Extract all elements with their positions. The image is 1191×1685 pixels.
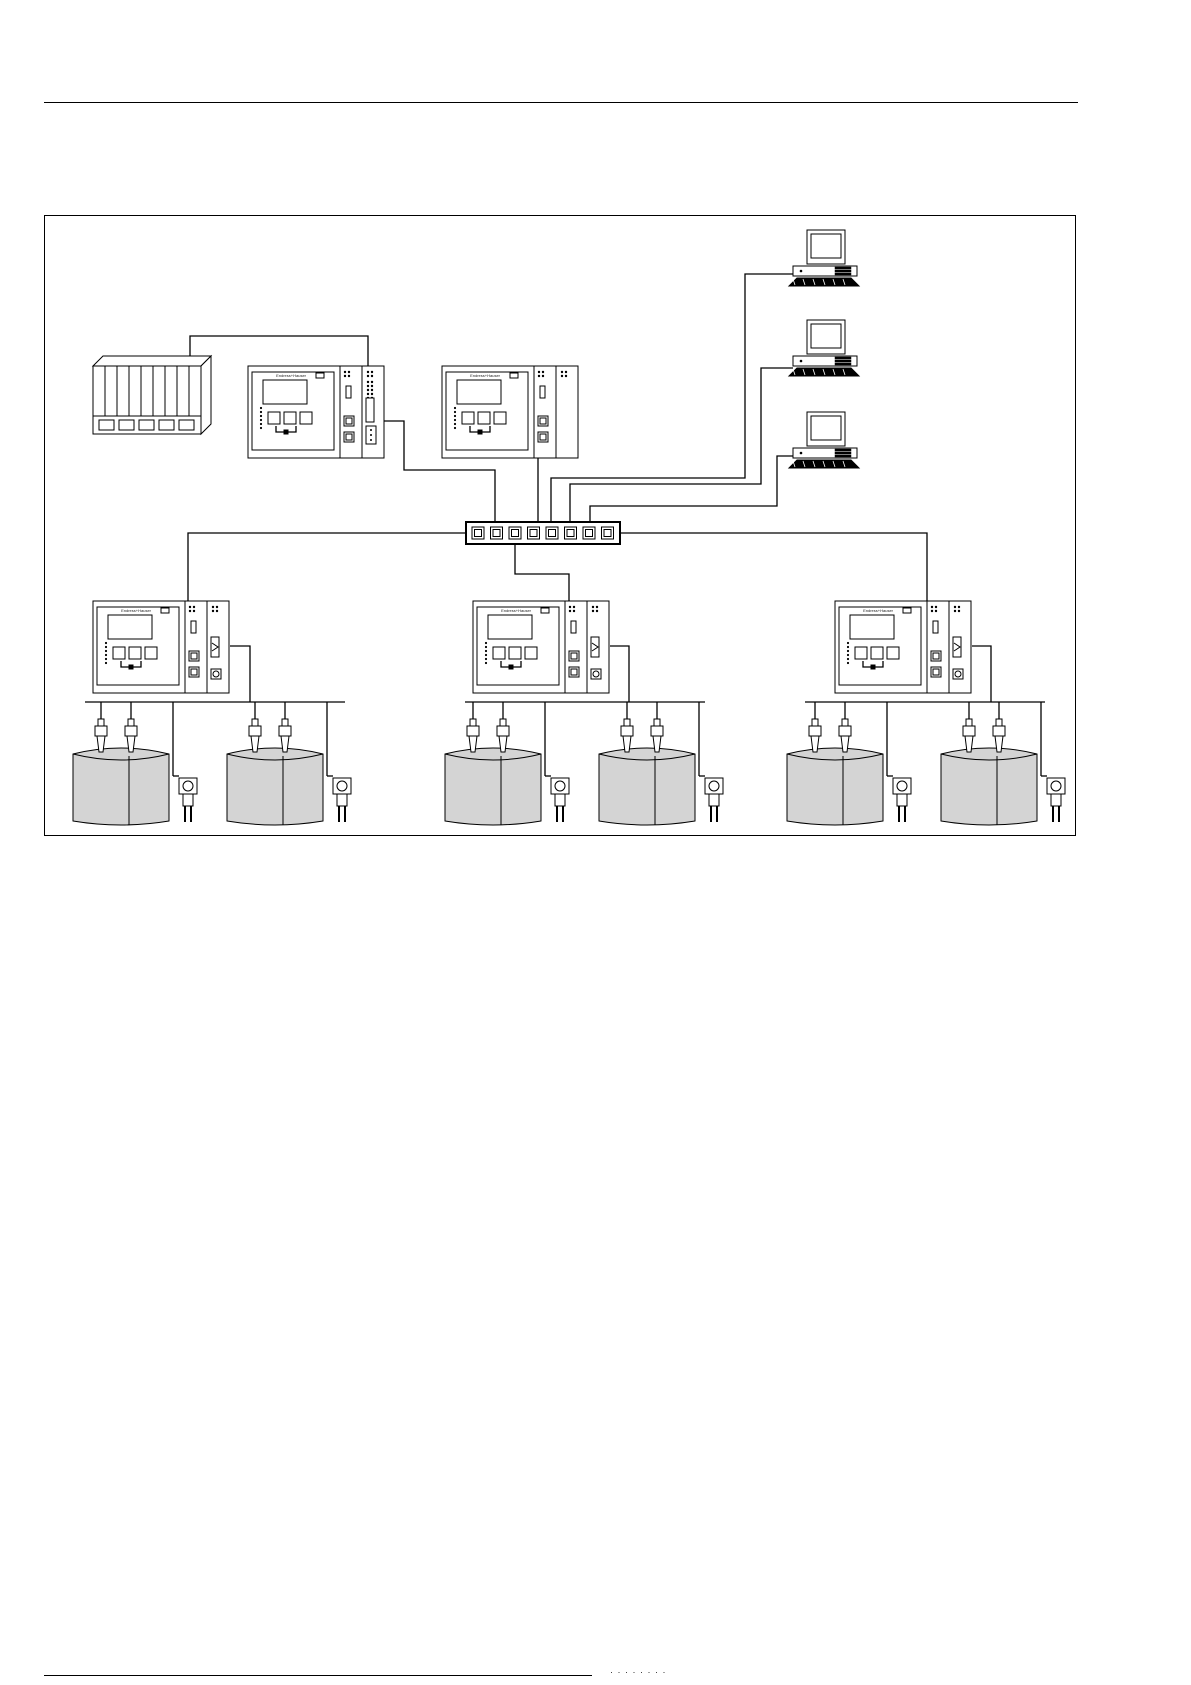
wire-pc2-switch	[570, 368, 793, 527]
svg-text:Endress+Hauser: Endress+Hauser	[863, 608, 894, 613]
tank-2-1	[445, 719, 569, 825]
svg-text:Endress+Hauser: Endress+Hauser	[276, 373, 307, 378]
svg-text:Endress+Hauser: Endress+Hauser	[501, 608, 532, 613]
footer-rule	[44, 1675, 592, 1676]
top-controller-2: Endress+Hauser	[442, 366, 578, 458]
tank-1-1	[73, 719, 197, 825]
desktop-computer-icon-1	[789, 230, 859, 286]
tank-2-2	[599, 719, 723, 825]
tank-3-2	[941, 719, 1065, 825]
desktop-computer-icon-3	[789, 412, 859, 468]
header-rule	[44, 102, 1078, 103]
tank-3-1	[787, 719, 911, 825]
field-controller-3: Endress+Hauser	[835, 601, 971, 693]
top-controller-1: Endress+Hauser	[248, 366, 384, 458]
desktop-computer-icon-2	[789, 320, 859, 376]
wire-switch-field1	[188, 533, 472, 652]
tank-1-2	[227, 719, 351, 825]
wire-pc1-switch	[551, 274, 793, 527]
wire-pc3-switch	[590, 456, 793, 527]
svg-text:Endress+Hauser: Endress+Hauser	[470, 373, 501, 378]
plc-rack-icon	[93, 356, 211, 434]
field-controller-2: Endress+Hauser	[473, 601, 609, 693]
field-controller-1: Endress+Hauser	[93, 601, 229, 693]
network-switch-icon	[466, 522, 620, 544]
footer-text: · · · · · · · ·	[610, 1667, 666, 1677]
svg-text:Endress+Hauser: Endress+Hauser	[121, 608, 152, 613]
